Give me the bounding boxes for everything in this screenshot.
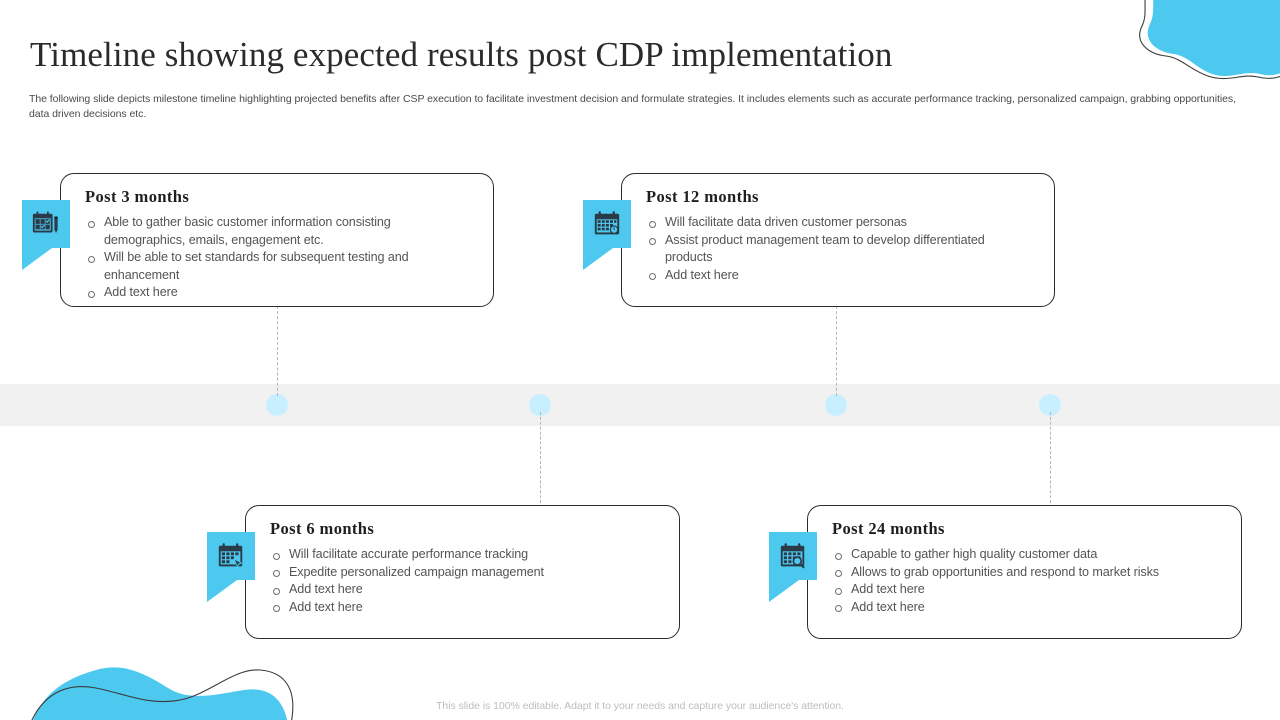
page-title: Timeline showing expected results post C… — [30, 35, 893, 74]
list-item: Assist product management team to develo… — [646, 232, 1034, 267]
card-title-post-24-months: Post 24 months — [832, 519, 945, 538]
list-item: Will be able to set standards for subseq… — [85, 249, 473, 284]
badge-tail — [769, 580, 799, 602]
list-item: Add text here — [85, 284, 473, 302]
milestone-dot-2[interactable] — [529, 394, 551, 416]
list-item: Capable to gather high quality customer … — [832, 546, 1221, 564]
calendar-edit-icon — [32, 211, 58, 233]
timeline-band — [0, 384, 1280, 426]
list-item: Add text here — [832, 599, 1221, 617]
connector-post-6-months — [540, 412, 541, 508]
badge-post-24-months — [769, 532, 817, 602]
connector-post-12-months — [836, 306, 837, 396]
card-post-3-months[interactable]: Post 3 months Able to gather basic custo… — [60, 173, 494, 307]
card-list-post-6-months: Will facilitate accurate performance tra… — [270, 546, 659, 616]
badge-tail — [583, 248, 613, 270]
card-title-post-6-months: Post 6 months — [270, 519, 375, 538]
badge-post-12-months — [583, 200, 631, 270]
card-list-post-3-months: Able to gather basic customer informatio… — [85, 214, 473, 302]
milestone-dot-4[interactable] — [1039, 394, 1061, 416]
calendar-clock-icon — [594, 211, 620, 235]
card-list-post-12-months: Will facilitate data driven customer per… — [646, 214, 1034, 284]
list-item: Add text here — [832, 581, 1221, 599]
card-post-6-months[interactable]: Post 6 months Will facilitate accurate p… — [245, 505, 680, 639]
card-post-24-months[interactable]: Post 24 months Capable to gather high qu… — [807, 505, 1242, 639]
calendar-cursor-icon — [218, 543, 243, 569]
badge-tail — [207, 580, 237, 602]
milestone-dot-1[interactable] — [266, 394, 288, 416]
badge-tail — [22, 248, 52, 270]
list-item: Will facilitate data driven customer per… — [646, 214, 1034, 232]
card-title-post-12-months: Post 12 months — [646, 187, 759, 206]
card-title-post-3-months: Post 3 months — [85, 187, 190, 206]
card-list-post-24-months: Capable to gather high quality customer … — [832, 546, 1221, 616]
list-item: Add text here — [270, 581, 659, 599]
list-item: Add text here — [646, 267, 1034, 285]
card-post-12-months[interactable]: Post 12 months Will facilitate data driv… — [621, 173, 1055, 307]
list-item: Able to gather basic customer informatio… — [85, 214, 473, 249]
page-subtitle: The following slide depicts milestone ti… — [29, 93, 1236, 120]
list-item: Allows to grab opportunities and respond… — [832, 564, 1221, 582]
footer-note: This slide is 100% editable. Adapt it to… — [436, 700, 844, 712]
badge-post-3-months — [22, 200, 70, 270]
connector-post-3-months — [277, 306, 278, 396]
calendar-search-icon — [780, 543, 805, 569]
list-item: Will facilitate accurate performance tra… — [270, 546, 659, 564]
list-item: Add text here — [270, 599, 659, 617]
connector-post-24-months — [1050, 412, 1051, 508]
badge-post-6-months — [207, 532, 255, 602]
decorative-blob-top-right — [1139, 0, 1280, 80]
list-item: Expedite personalized campaign managemen… — [270, 564, 659, 582]
milestone-dot-3[interactable] — [825, 394, 847, 416]
